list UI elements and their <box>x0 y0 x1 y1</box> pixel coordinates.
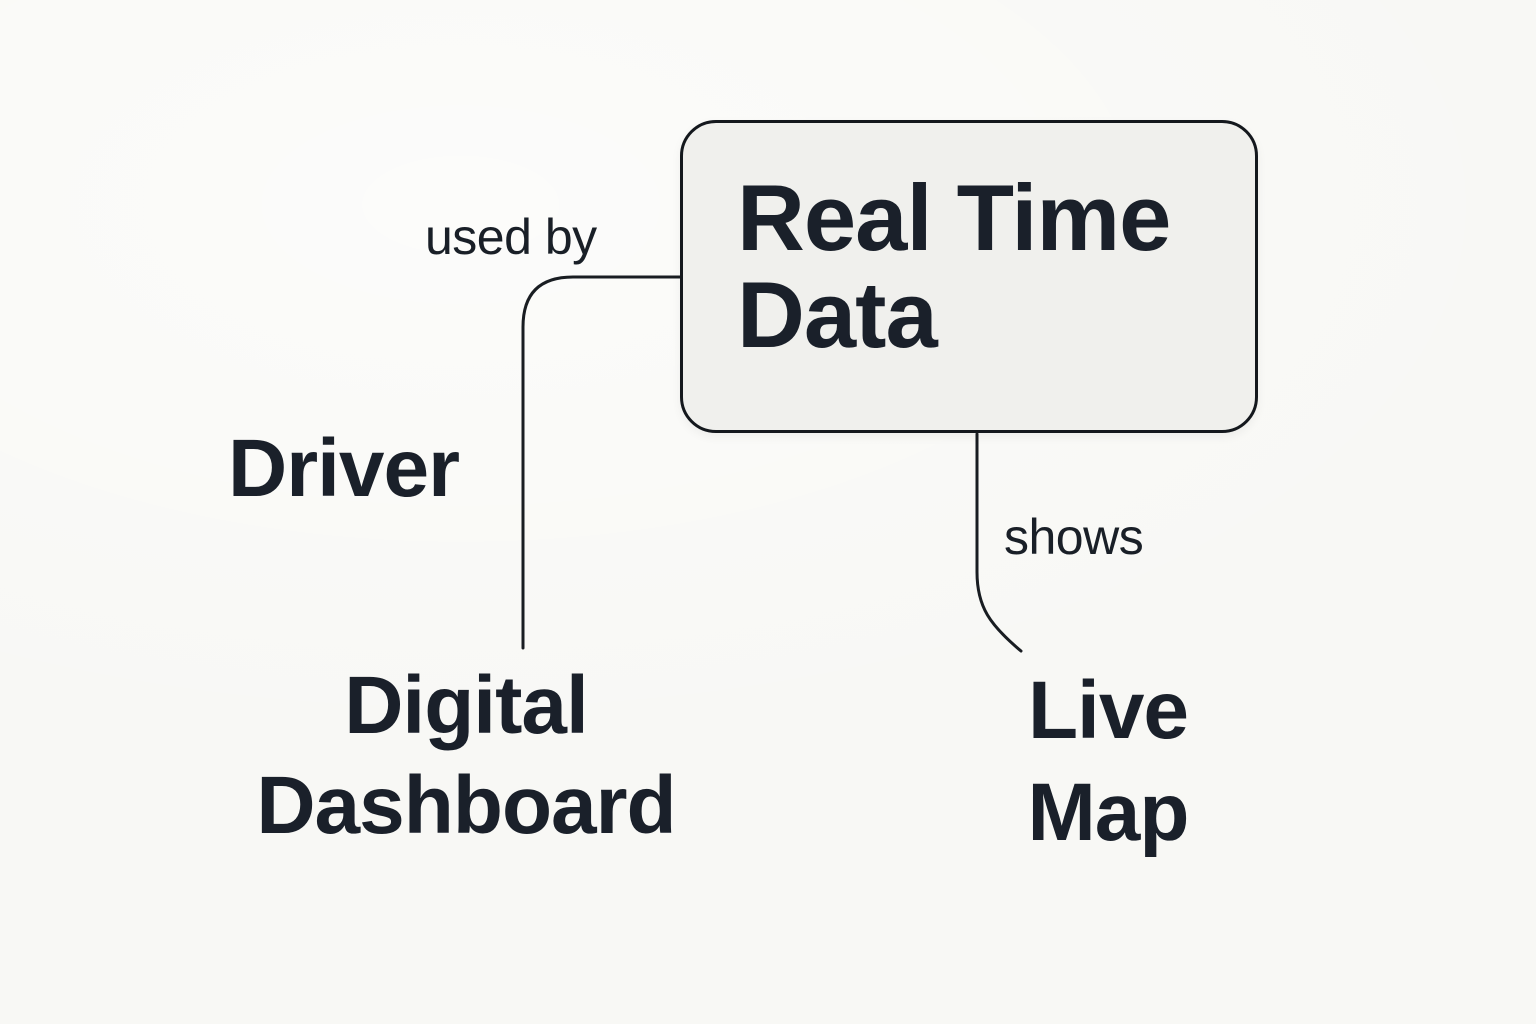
node-real-time-data-label: Real Time Data <box>737 165 1171 367</box>
node-real-time-data[interactable]: Real Time Data <box>680 120 1258 433</box>
node-driver[interactable]: Driver <box>228 423 460 514</box>
edge-used-by-connector <box>521 275 684 650</box>
edge-used-by-label: used by <box>425 209 597 265</box>
edge-shows-connector <box>975 432 1023 653</box>
node-digital-dashboard[interactable]: Digital Dashboard <box>256 660 676 851</box>
edge-shows-label: shows <box>1004 509 1144 565</box>
node-live-map[interactable]: Live Map <box>1027 665 1190 858</box>
